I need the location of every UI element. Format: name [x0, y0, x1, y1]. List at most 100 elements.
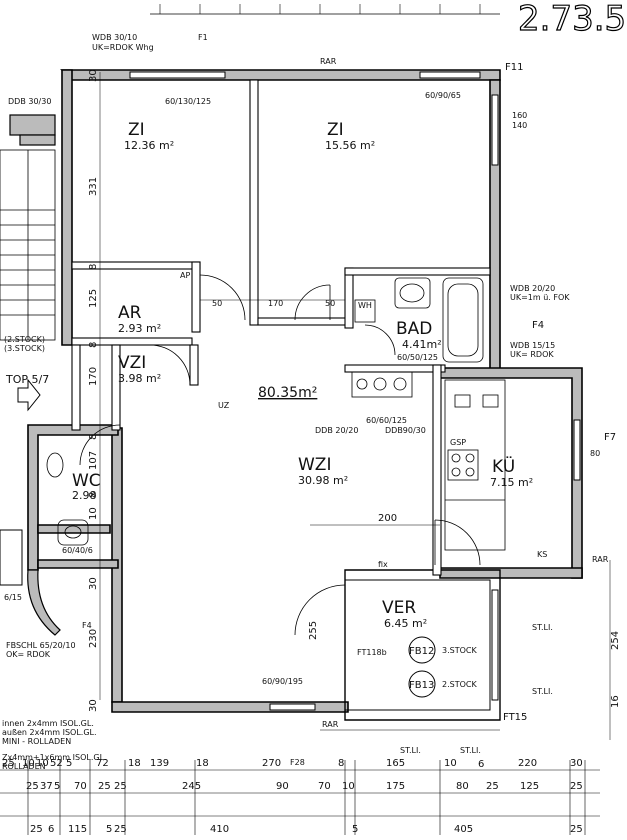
dim-value: 18: [128, 758, 141, 769]
room-name-bad: BAD: [396, 319, 432, 339]
ft118b-label: FT118b: [357, 648, 387, 657]
n615: 6/15: [4, 593, 22, 602]
dim-value: 6: [48, 824, 54, 835]
dim-170a: 170: [88, 367, 99, 386]
dim-10: 10: [88, 507, 99, 520]
room-area-vzi: 3.98 m²: [118, 372, 161, 385]
bathroom-fixtures: [351, 277, 484, 398]
st-li-1: ST.LI.: [532, 623, 553, 632]
note-1: innen 2x4mm ISOL.GL.: [2, 719, 94, 728]
rar-top: RAR: [320, 57, 337, 66]
wdb1515: WDB 15/15: [510, 341, 555, 350]
ap-label: AP: [180, 271, 190, 280]
fix-label: fix: [378, 560, 388, 569]
dim-30a: 30: [88, 69, 99, 82]
dim-value: 115: [68, 824, 87, 835]
room-name-vzi: VZI: [118, 353, 146, 373]
fb13-marker: [408, 670, 436, 698]
note-5: ROLLADEN: [2, 762, 46, 771]
room-name-ku: KÜ: [492, 455, 515, 477]
dim-125: 125: [88, 289, 99, 308]
dim-value: 10: [36, 758, 49, 769]
f11-label: F11: [505, 62, 523, 73]
dimension-ticks: [27, 760, 586, 835]
room-name-wc: WC: [72, 471, 101, 491]
uk-rdok: UK= RDOK: [510, 350, 554, 359]
dim-value: 5: [352, 824, 358, 835]
door-swings: [79, 274, 481, 636]
stair-wall: [9, 114, 56, 146]
room-name-ver: VER: [382, 598, 416, 618]
dim-value: 10: [22, 758, 35, 769]
ddb9030: DDB90/30: [385, 426, 426, 435]
dim-230: 230: [88, 629, 99, 648]
dim-value: 70: [74, 781, 87, 792]
dim-50a: 50: [212, 299, 222, 308]
w6090: 60/90/65: [425, 91, 461, 100]
wdb2020: WDB 20/20: [510, 284, 555, 293]
room-name-zi-2: ZI: [327, 120, 344, 140]
fb12-label: FB12: [409, 646, 434, 657]
dim-255: 255: [308, 621, 319, 640]
top-ticks: [159, 4, 481, 14]
w140: 140: [512, 121, 527, 130]
room-area-ar: 2.93 m²: [118, 322, 161, 335]
dim-value: 52: [50, 758, 63, 769]
uz-label: UZ: [218, 401, 230, 410]
f4-right: F4: [532, 320, 544, 331]
dim-value: 25: [114, 781, 127, 792]
dim-value: 405: [454, 824, 473, 835]
sheet-number: 2.73.5: [518, 0, 626, 39]
total-area: 80.35m²: [258, 385, 317, 401]
w6090b: 60/90/195: [262, 677, 303, 686]
st-li-4: ST.LI.: [460, 746, 481, 755]
ks-label: KS: [537, 550, 547, 559]
windows: [129, 71, 581, 711]
room-area-zi-1: 12.36 m²: [124, 139, 174, 152]
w60130: 60/130/125: [165, 97, 211, 106]
rar-right: RAR: [592, 555, 609, 564]
dim-value: 25: [26, 781, 39, 792]
dim-value: 5: [54, 781, 60, 792]
kitchen-fixtures: [444, 379, 506, 551]
dim-value: 5: [106, 824, 112, 835]
w6060: 60/60/125: [366, 416, 407, 425]
dim-value: 8: [338, 758, 344, 769]
dim-50b: 50: [325, 299, 335, 308]
dim-value: 30: [570, 758, 583, 769]
wh-label: WH: [358, 301, 372, 310]
ok-rdok: OK= RDOK: [6, 650, 51, 659]
dim-value: 72: [96, 758, 109, 769]
f7-label: F7: [604, 432, 616, 443]
dim-value: 270: [262, 758, 281, 769]
uk-top: UK=RDOK Whg: [92, 43, 154, 52]
dim-30c: 30: [88, 699, 99, 712]
stock3a: (3.STOCK): [4, 344, 45, 353]
dim-value: 25: [30, 824, 43, 835]
fb13-floor: 2.STOCK: [442, 680, 477, 689]
dim-value: 245: [182, 781, 201, 792]
dim-170b: 170: [268, 299, 283, 308]
w160: 160: [512, 111, 527, 120]
note-4: Zx4mm+1x6mm ISOL.GL.: [2, 753, 107, 762]
ddb3030-label: DDB 30/30: [8, 97, 51, 106]
entry-arrow-icon: [17, 378, 41, 412]
note-3: MINI - ROLLADEN: [2, 737, 71, 746]
staircase: [0, 149, 56, 341]
room-area-wc: 2.98: [72, 489, 97, 502]
dim-value: 37: [40, 781, 53, 792]
dim-254: 254: [610, 631, 621, 650]
room-area-zi-2: 15.56 m²: [325, 139, 375, 152]
dim-value: 220: [518, 758, 537, 769]
dim-8b: 8: [88, 342, 99, 348]
room-name-wzi: WZI: [298, 455, 331, 475]
dim-6: 6: [478, 759, 484, 770]
dim-value: 139: [150, 758, 169, 769]
dim-value: 10: [444, 758, 457, 769]
interior-walls: [71, 79, 491, 576]
dim-107: 107: [88, 451, 99, 470]
dim-value: 410: [210, 824, 229, 835]
unit-label: TOP 5/7: [5, 373, 49, 386]
